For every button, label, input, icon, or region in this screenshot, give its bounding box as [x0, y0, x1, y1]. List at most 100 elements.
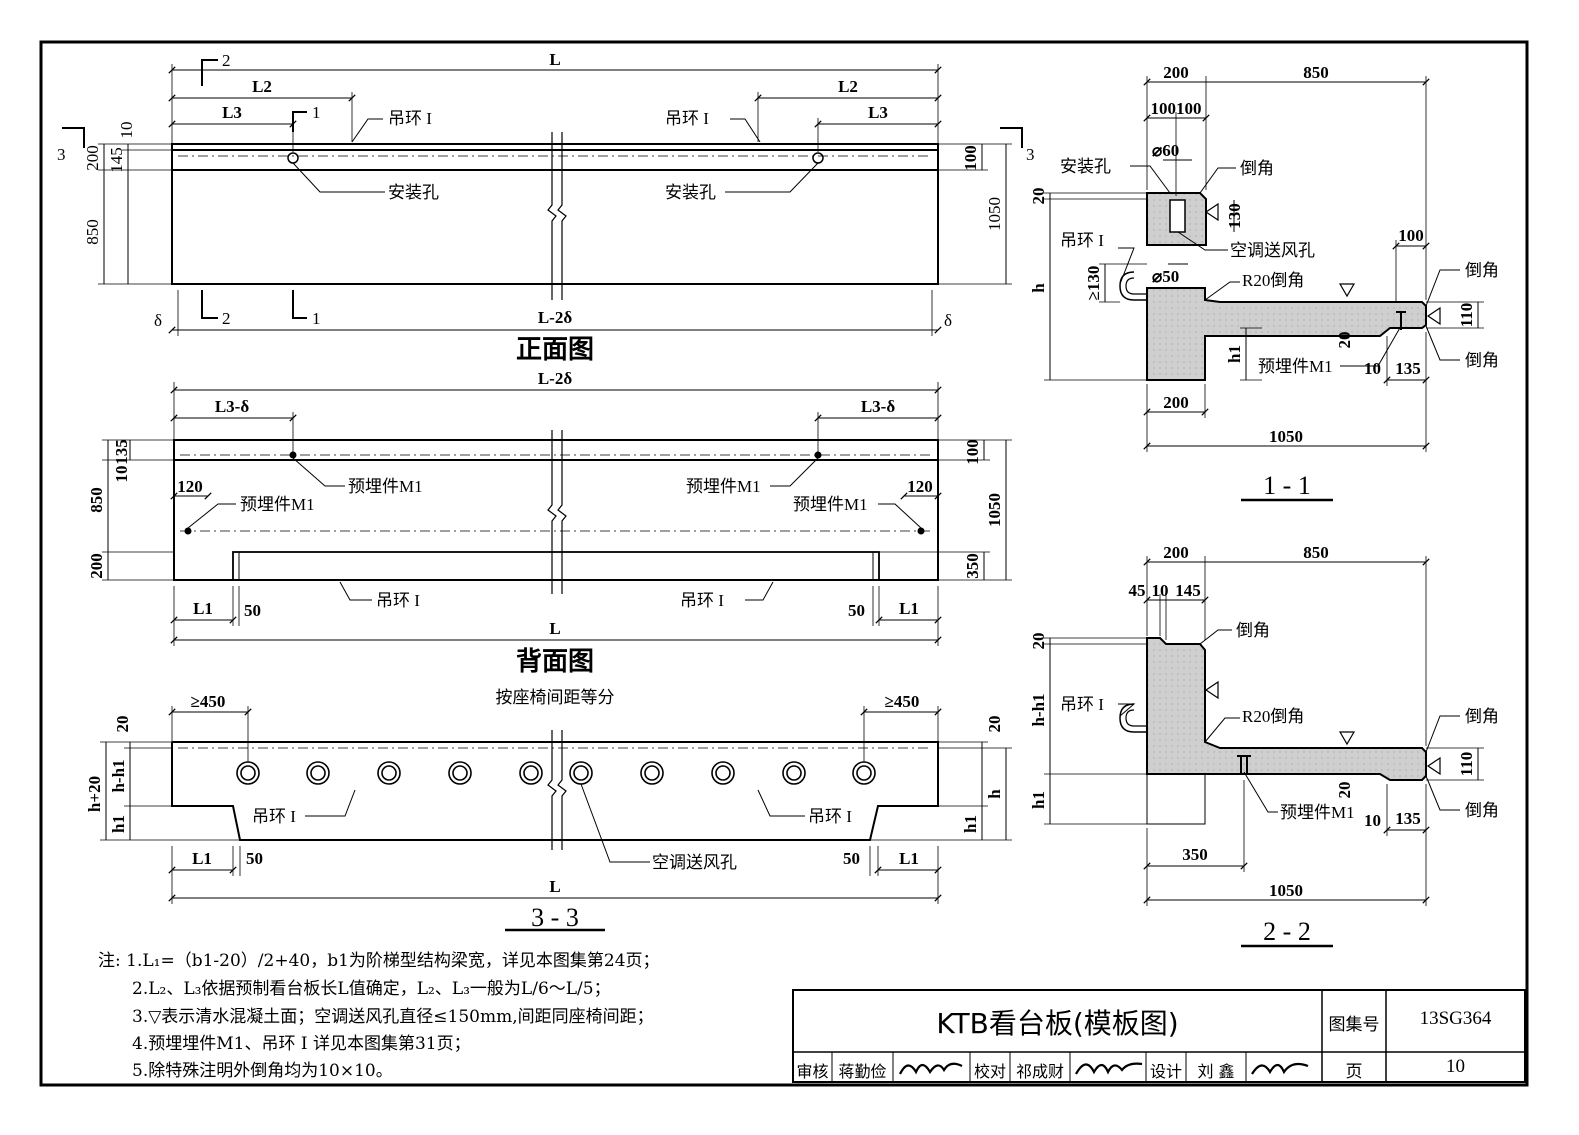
- dim-L: L: [549, 50, 560, 69]
- section-mark-3-right: 3: [1026, 145, 1035, 164]
- s22-dim-110: 110: [1457, 752, 1476, 777]
- s22-dim-200: 200: [1163, 543, 1189, 562]
- s11-dim-200: 200: [1163, 63, 1189, 82]
- s11-dim-h1: h1: [1225, 345, 1244, 363]
- atlas-number: 13SG364: [1419, 1008, 1492, 1029]
- s22-chamfer-top: 倒角: [1236, 621, 1270, 640]
- delta-right: δ: [944, 311, 952, 330]
- note-1: 注: 1.L₁=（b1-20）/2+40，b1为阶梯型结构梁宽，详见本图集第24…: [98, 946, 660, 971]
- s11-dim-110: 110: [1457, 303, 1476, 328]
- dim-1050: 1050: [985, 197, 1004, 231]
- dim-ge450-left: ≥450: [191, 692, 226, 711]
- s11-phi50: ⌀50: [1152, 267, 1179, 286]
- dim-135: 135: [112, 439, 131, 465]
- note-3: 3.▽表示清水混凝土面；空调送风孔直径≤150mm,间距同座椅间距；: [132, 1007, 654, 1027]
- dim-145: 145: [107, 147, 126, 173]
- section-3-3-title: 3 - 3: [531, 903, 579, 932]
- sec33-dim-20-right: 20: [985, 716, 1004, 733]
- s11-dim-20-lower: 20: [1335, 332, 1354, 349]
- s22-dim-20-lower: 20: [1335, 782, 1354, 799]
- s11-dim-850: 850: [1303, 63, 1329, 82]
- sec33-lift-left: 吊环 I: [252, 807, 296, 826]
- embed-label-1: 预埋件M1: [348, 477, 423, 496]
- s22-dim-135: 135: [1395, 809, 1421, 828]
- checker-name: 祁成财: [1015, 1062, 1064, 1081]
- s11-dim-100: 100: [1398, 226, 1424, 245]
- dim-350-back: 350: [963, 553, 982, 579]
- dim-L3-left: L3: [222, 103, 242, 122]
- s11-chamfer-right-bottom: 倒角: [1465, 351, 1499, 370]
- dim-100: 100: [961, 145, 980, 171]
- label-lift-right: 吊环 I: [665, 109, 709, 128]
- delta-left: δ: [154, 311, 162, 330]
- sec33-dim-50-left: 50: [246, 849, 263, 868]
- sheet-frame: [39, 40, 1529, 1087]
- s22-dim-350: 350: [1182, 845, 1208, 864]
- dim-1050-back: 1050: [985, 493, 1004, 527]
- s11-install-hole: 安装孔: [1060, 157, 1111, 176]
- sec33-dim-h: h: [985, 789, 1004, 799]
- dim-200-back: 200: [87, 553, 106, 579]
- s11-dim-200-bottom: 200: [1163, 393, 1189, 412]
- embed-label-4: 预埋件M1: [793, 495, 868, 514]
- s11-dim-ge130: ≥130: [1084, 266, 1103, 301]
- dim-10: 10: [117, 122, 136, 139]
- s22-dim-1050: 1050: [1269, 881, 1303, 900]
- dim-L1-left-back: L1: [193, 599, 213, 618]
- s22-dim-hh1: h-h1: [1029, 693, 1048, 726]
- drawing-title: KTB看台板(模板图): [936, 1007, 1179, 1040]
- back-view-title: 背面图: [516, 647, 594, 676]
- s22-dim-20: 20: [1029, 633, 1048, 650]
- s11-dim-h: h: [1029, 283, 1048, 293]
- sec33-dim-h1-right: h1: [961, 815, 980, 833]
- section-mark-3-left: 3: [57, 145, 66, 164]
- sec33-dim-L: L: [549, 877, 560, 896]
- s22-chamfer-right-bottom: 倒角: [1465, 801, 1499, 820]
- s22-dim-145: 145: [1175, 581, 1201, 600]
- s11-dim-100100: 100100: [1151, 99, 1202, 118]
- dim-L3-delta-right: L3-δ: [861, 397, 896, 416]
- s11-dim-10: 10: [1364, 359, 1381, 378]
- s11-ac-hole: 空调送风孔: [1230, 241, 1315, 260]
- front-view-title: 正面图: [516, 335, 594, 364]
- dim-50-right-back: 50: [848, 601, 865, 620]
- s11-dim-1050: 1050: [1269, 427, 1303, 446]
- s11-r20: R20倒角: [1242, 271, 1304, 290]
- dim-100-back: 100: [963, 439, 982, 465]
- dim-10-back: 10: [112, 466, 131, 483]
- note-5: 5.除特殊注明外倒角均为10×10。: [132, 1061, 393, 1081]
- front-view-text: L L2 L2 L3 L3 吊环 I 吊环 I 安装孔 安装孔 2 2 1 1 …: [57, 50, 1035, 364]
- s11-chamfer-right-top: 倒角: [1465, 261, 1499, 280]
- dim-L2-left: L2: [252, 77, 272, 96]
- sec33-dim-L1-left: L1: [192, 849, 212, 868]
- sec33-dim-L1-right: L1: [899, 849, 919, 868]
- dim-L-2delta: L-2δ: [538, 308, 573, 327]
- embed-label-2: 预埋件M1: [686, 477, 761, 496]
- s11-dim-135: 135: [1395, 359, 1421, 378]
- s22-r20: R20倒角: [1242, 707, 1304, 726]
- label-hole-right: 安装孔: [665, 183, 716, 202]
- s22-dim-45: 45: [1129, 581, 1146, 600]
- s11-lift: 吊环 I: [1060, 231, 1104, 250]
- sec33-dim-h1-left: h1: [109, 815, 128, 833]
- dim-50-left-back: 50: [244, 601, 261, 620]
- s11-embed: 预埋件M1: [1258, 357, 1333, 376]
- dim-200: 200: [83, 145, 102, 171]
- sec33-dim-50-right: 50: [843, 849, 860, 868]
- back-view: [102, 382, 1012, 646]
- sec33-dim-20-left: 20: [113, 716, 132, 733]
- embed-label-3: 预埋件M1: [240, 495, 315, 514]
- dim-L-2delta-back: L-2δ: [538, 369, 573, 388]
- designer-name: 刘 鑫: [1197, 1062, 1235, 1081]
- atlas-label: 图集号: [1328, 1015, 1380, 1035]
- s11-phi60: ⌀60: [1152, 141, 1179, 160]
- label-hole-left: 安装孔: [388, 183, 439, 202]
- dim-L-back: L: [549, 619, 560, 638]
- note-2: 2.L₂、L₃依据预制看台板长L值确定，L₂、L₃一般为L/6～L/5；: [132, 979, 611, 999]
- check-label: 校对: [973, 1062, 1006, 1081]
- sec33-ac-hole: 空调送风孔: [652, 853, 737, 872]
- note-4: 4.预埋埋件M1、吊环 I 详见本图集第31页；: [132, 1034, 471, 1054]
- s11-chamfer-top: 倒角: [1240, 159, 1274, 178]
- review-label: 审核: [796, 1062, 829, 1081]
- dim-L1-right-back: L1: [899, 599, 919, 618]
